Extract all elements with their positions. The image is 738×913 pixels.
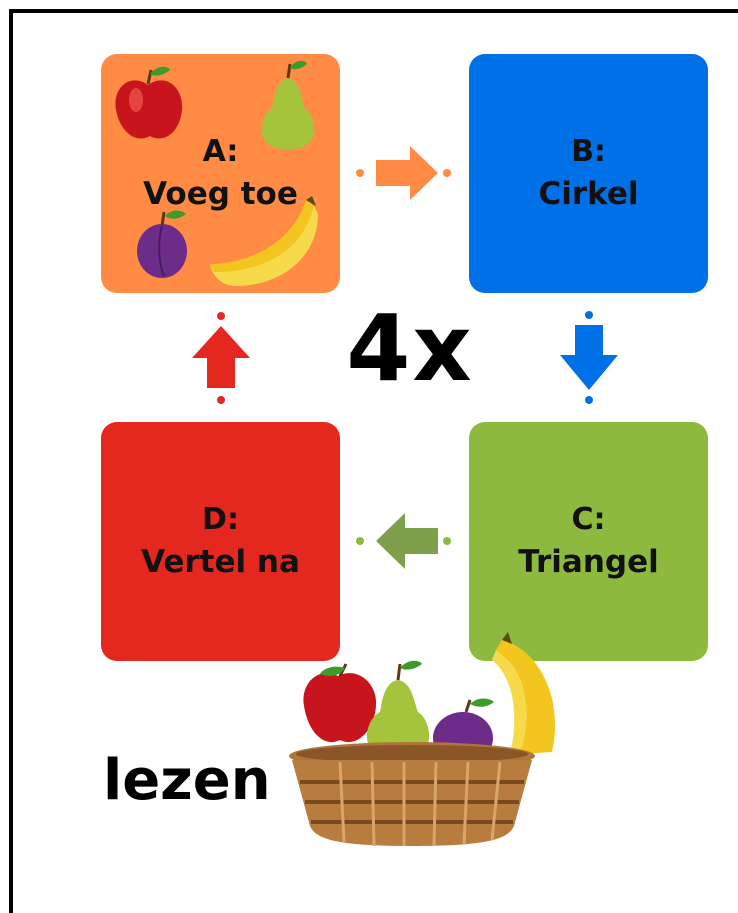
diagram-graphics (115, 60, 618, 847)
arrow-d-to-a (192, 312, 250, 404)
arrow-b-to-c (560, 311, 618, 404)
banana-icon (210, 196, 318, 286)
reading-label: lezen (103, 748, 271, 813)
step-b-label: Cirkel (538, 175, 639, 212)
step-c-box: C: Triangel (469, 422, 708, 661)
page-frame (9, 9, 738, 913)
arrow-c-to-d (356, 513, 451, 569)
step-d-label: Vertel na (141, 543, 300, 580)
step-a-letter: A: (202, 134, 239, 170)
pear-icon (261, 60, 315, 150)
step-b-box: B: Cirkel (469, 54, 708, 293)
fruit-basket-icon (289, 632, 556, 847)
apple-icon (115, 66, 183, 139)
step-d-box: D: Vertel na (101, 422, 340, 661)
plum-icon (137, 210, 187, 278)
step-d-letter: D: (202, 502, 239, 538)
repeat-count: 4x (346, 295, 474, 402)
step-b-letter: B: (571, 134, 606, 170)
step-c-label: Triangel (518, 543, 659, 580)
arrow-a-to-b (356, 146, 451, 200)
step-c-letter: C: (571, 502, 606, 538)
step-a-label: Voeg toe (143, 175, 298, 212)
